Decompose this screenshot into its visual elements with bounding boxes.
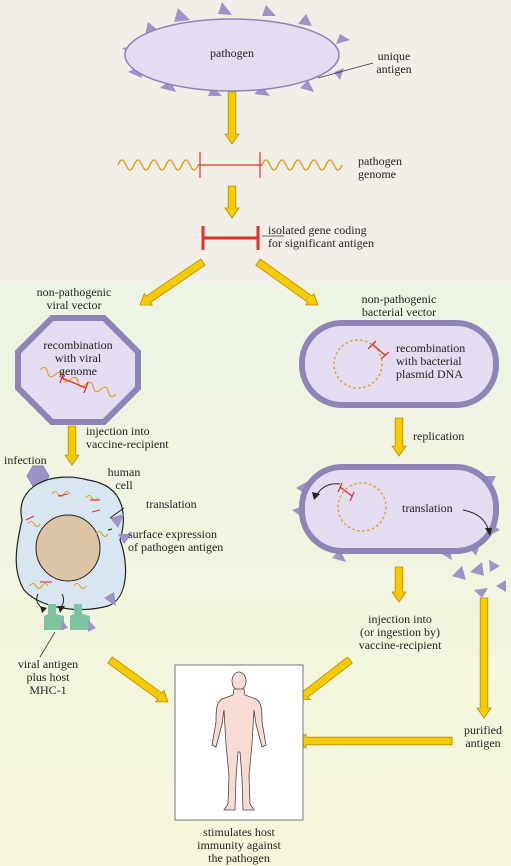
bacterial-vector-label: non-pathogenic bacterial vector <box>361 292 437 319</box>
arrow-viral-to-cell <box>64 425 80 466</box>
arrow-to-purified <box>476 597 492 719</box>
arrow-genome-to-gene <box>224 185 240 219</box>
pathogen-genome-label: pathogen genome <box>358 154 402 181</box>
arrow-pathogen-to-genome <box>224 91 240 145</box>
pathogen-genome <box>117 152 343 178</box>
surface-expression-label: surface expression of pathogen antigen <box>128 527 224 554</box>
human-figure-box <box>174 664 304 821</box>
viral-vector <box>15 315 141 425</box>
bacterial-vector <box>299 320 499 408</box>
bacterium-translation <box>292 464 500 562</box>
recomb-bacterial-label: recombination with bacterial plasmid DNA <box>396 341 466 381</box>
arrow-gene-to-bacterial <box>255 258 319 306</box>
immunity-label: stimulates host immunity against the pat… <box>197 825 281 865</box>
replication-label: replication <box>413 429 465 443</box>
human-cell-label: human cell <box>107 465 141 492</box>
mhc-complex <box>39 604 96 658</box>
human-body <box>211 671 267 811</box>
viral-vector-label: non-pathogenic viral vector <box>36 285 112 312</box>
antigen-leader-line <box>317 62 374 79</box>
translation-bacterial-label: translation <box>402 501 453 515</box>
unique-antigen-label: unique antigen <box>376 49 412 76</box>
arrow-bacterium-to-injection <box>391 566 407 603</box>
purified-antigen-label: purified antigen <box>464 723 502 750</box>
arrow-replication <box>391 417 407 457</box>
isolated-gene-label: isolated gene coding for significant ant… <box>268 223 374 250</box>
human-cell <box>15 476 132 613</box>
translation-cell-label: translation <box>146 497 197 511</box>
arrow-gene-to-viral <box>139 258 206 306</box>
isolated-gene <box>201 226 260 250</box>
recomb-viral-label: recombination with viral genome <box>43 338 113 378</box>
pathogen-label: pathogen <box>210 46 254 60</box>
viral-antigen-label: viral antigen plus host MHC-1 <box>17 657 79 697</box>
infection-label: infection <box>4 453 47 467</box>
injection-bacterial-label: injection into (or ingestion by) vaccine… <box>358 612 442 652</box>
loose-antigens <box>452 560 506 598</box>
pathogen-cell <box>122 2 350 96</box>
injection-viral-label: injection into vaccine-recipient <box>86 424 169 451</box>
arrow-mhc-to-human <box>107 656 169 703</box>
